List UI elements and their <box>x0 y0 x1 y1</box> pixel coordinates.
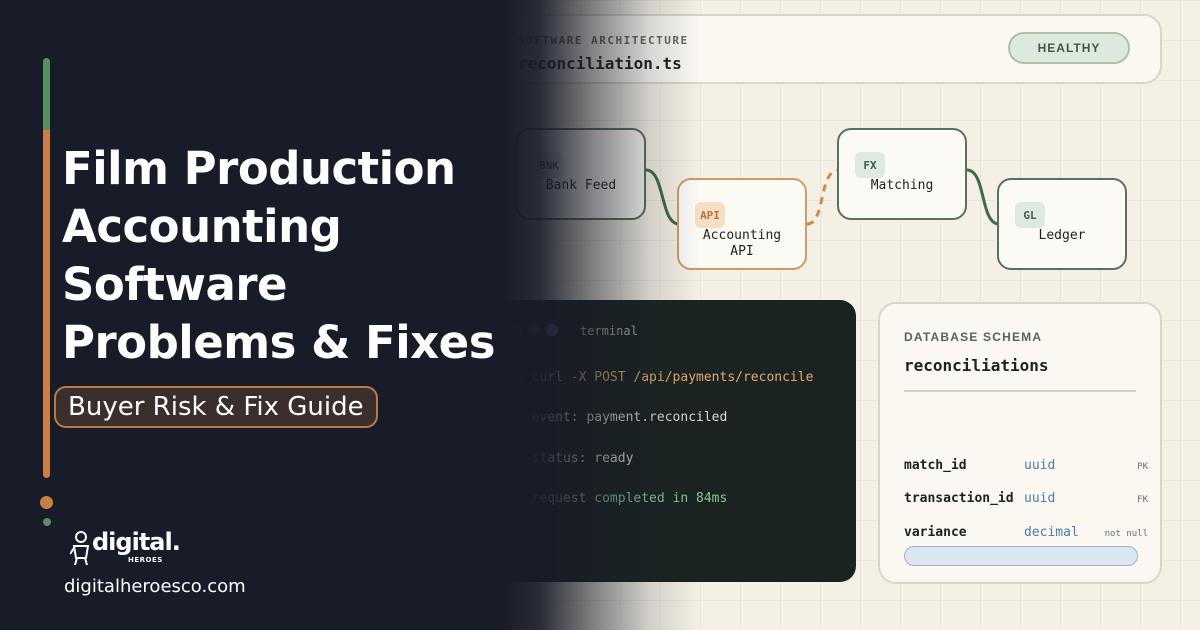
node-tag: GL <box>1015 202 1045 228</box>
architecture-card: SOFTWARE ARCHITECTURE reconciliation.ts … <box>498 14 1162 84</box>
window-minimize-dot[interactable] <box>528 324 540 336</box>
terminal-line: ✓ request completed in 84ms <box>516 491 727 506</box>
node-accounting-api[interactable]: API Accounting API <box>677 178 807 270</box>
title-line: Problems & Fixes <box>62 316 496 369</box>
node-bank-feed[interactable]: BNK Bank Feed <box>516 128 646 220</box>
brand-wordmark: digital. <box>92 528 181 556</box>
schema-row: transaction_id uuid FK <box>904 491 1148 511</box>
node-matching[interactable]: FX Matching <box>837 128 967 220</box>
column-flag: PK <box>1137 462 1148 472</box>
column-type: uuid <box>1024 458 1056 473</box>
node-label: Matching <box>870 178 934 193</box>
accent-dot <box>43 518 51 526</box>
terminal-title: terminal <box>580 324 638 338</box>
database-table-name: reconciliations <box>904 356 1049 375</box>
node-tag: API <box>695 202 725 228</box>
node-tag: BNK <box>534 152 564 178</box>
column-flag: not null <box>1104 529 1148 539</box>
column-name: transaction_id <box>904 491 1014 506</box>
hero-figure-icon <box>70 531 90 566</box>
column-flag: FK <box>1137 495 1148 505</box>
page-title: Film Production Accounting Software Prob… <box>62 140 502 372</box>
terminal-prompt: $ <box>516 370 524 385</box>
terminal-text: status: ready <box>531 451 634 466</box>
database-eyebrow: DATABASE SCHEMA <box>904 330 1043 344</box>
column-name: match_id <box>904 458 967 473</box>
terminal-text: request completed in 84ms <box>531 491 728 506</box>
title-line: Film Production <box>62 142 456 195</box>
node-ledger[interactable]: GL Ledger <box>997 178 1127 270</box>
node-label: Bank Feed <box>545 178 617 193</box>
terminal-prompt: ✓ <box>516 491 524 506</box>
terminal-text: curl -X POST /api/payments/reconcile <box>531 370 814 385</box>
schema-row: variance decimal not null <box>904 525 1148 545</box>
brand-subtitle: HEROES <box>128 556 163 564</box>
schema-row: match_id uuid PK <box>904 458 1148 478</box>
title-line: Software <box>62 258 288 311</box>
terminal-line: → event: payment.reconciled <box>516 410 727 425</box>
architecture-file-name: reconciliation.ts <box>518 54 682 73</box>
divider <box>904 390 1136 392</box>
terminal-prompt: → <box>516 410 524 425</box>
terminal-line: → status: ready <box>516 451 633 466</box>
column-name: variance <box>904 525 967 540</box>
window-maximize-dot[interactable] <box>546 324 558 336</box>
database-schema-card: DATABASE SCHEMA reconciliations match_id… <box>878 302 1162 584</box>
accent-dot <box>40 496 53 509</box>
window-close-dot[interactable] <box>510 324 522 336</box>
brand-logo[interactable]: digital. HEROES <box>70 528 210 568</box>
node-label: Ledger <box>1038 228 1086 243</box>
column-type: decimal <box>1024 525 1079 540</box>
node-label-line: API <box>730 244 754 259</box>
subtitle-pill: Buyer Risk & Fix Guide <box>54 386 378 428</box>
terminal-prompt: → <box>516 451 524 466</box>
node-tag: FX <box>855 152 885 178</box>
website-link[interactable]: digitalheroesco.com <box>64 576 246 597</box>
accent-bar <box>43 130 50 478</box>
node-label-line: Accounting <box>702 228 782 243</box>
architecture-eyebrow: SOFTWARE ARCHITECTURE <box>518 34 689 47</box>
title-line: Accounting <box>62 200 342 253</box>
terminal-line: $ curl -X POST /api/payments/reconcile <box>516 370 813 385</box>
status-badge: HEALTHY <box>1008 32 1130 64</box>
accent-bar <box>43 58 50 130</box>
schema-row-highlight[interactable] <box>904 546 1138 566</box>
node-label: Accounting API <box>679 228 805 260</box>
terminal-text: event: payment.reconciled <box>531 410 728 425</box>
terminal-window: terminal $ curl -X POST /api/payments/re… <box>488 300 856 582</box>
column-type: uuid <box>1024 491 1056 506</box>
